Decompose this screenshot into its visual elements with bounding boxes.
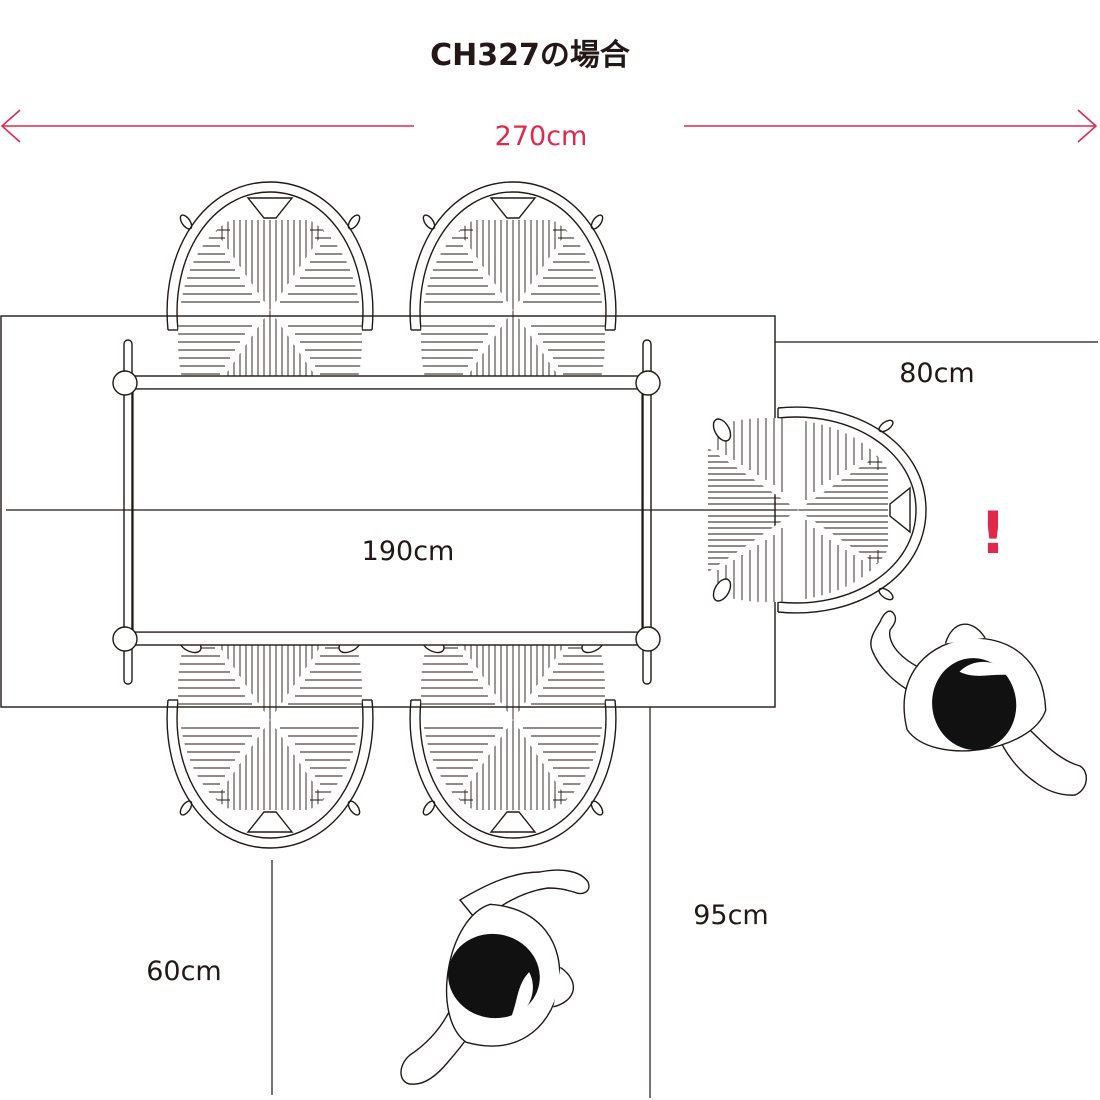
table-leg-bottom-right [635,626,661,652]
diagram-title: CH327の場合 [430,38,630,73]
end-clearance-label: 80cm [899,358,975,389]
chair-end [708,407,926,613]
warning-mark: ! [980,499,1006,567]
side-clearance-left-label: 60cm [146,956,222,987]
dining-table [0,315,776,708]
chair-bottom-left [167,630,373,848]
total-width-arrow [0,109,1098,143]
table-leg-bottom-left [112,626,138,652]
chair-bottom-right [410,630,616,848]
chair-top-left [167,182,373,400]
person-right [870,610,1087,796]
table-leg-top-right [635,370,661,396]
total-width-label: 270cm [495,121,588,152]
chair-top-right [410,182,616,400]
person-bottom [400,869,590,1085]
table-length-label: 190cm [362,536,455,567]
table-leg-top-left [112,370,138,396]
side-clearance-right-label: 95cm [693,900,769,931]
